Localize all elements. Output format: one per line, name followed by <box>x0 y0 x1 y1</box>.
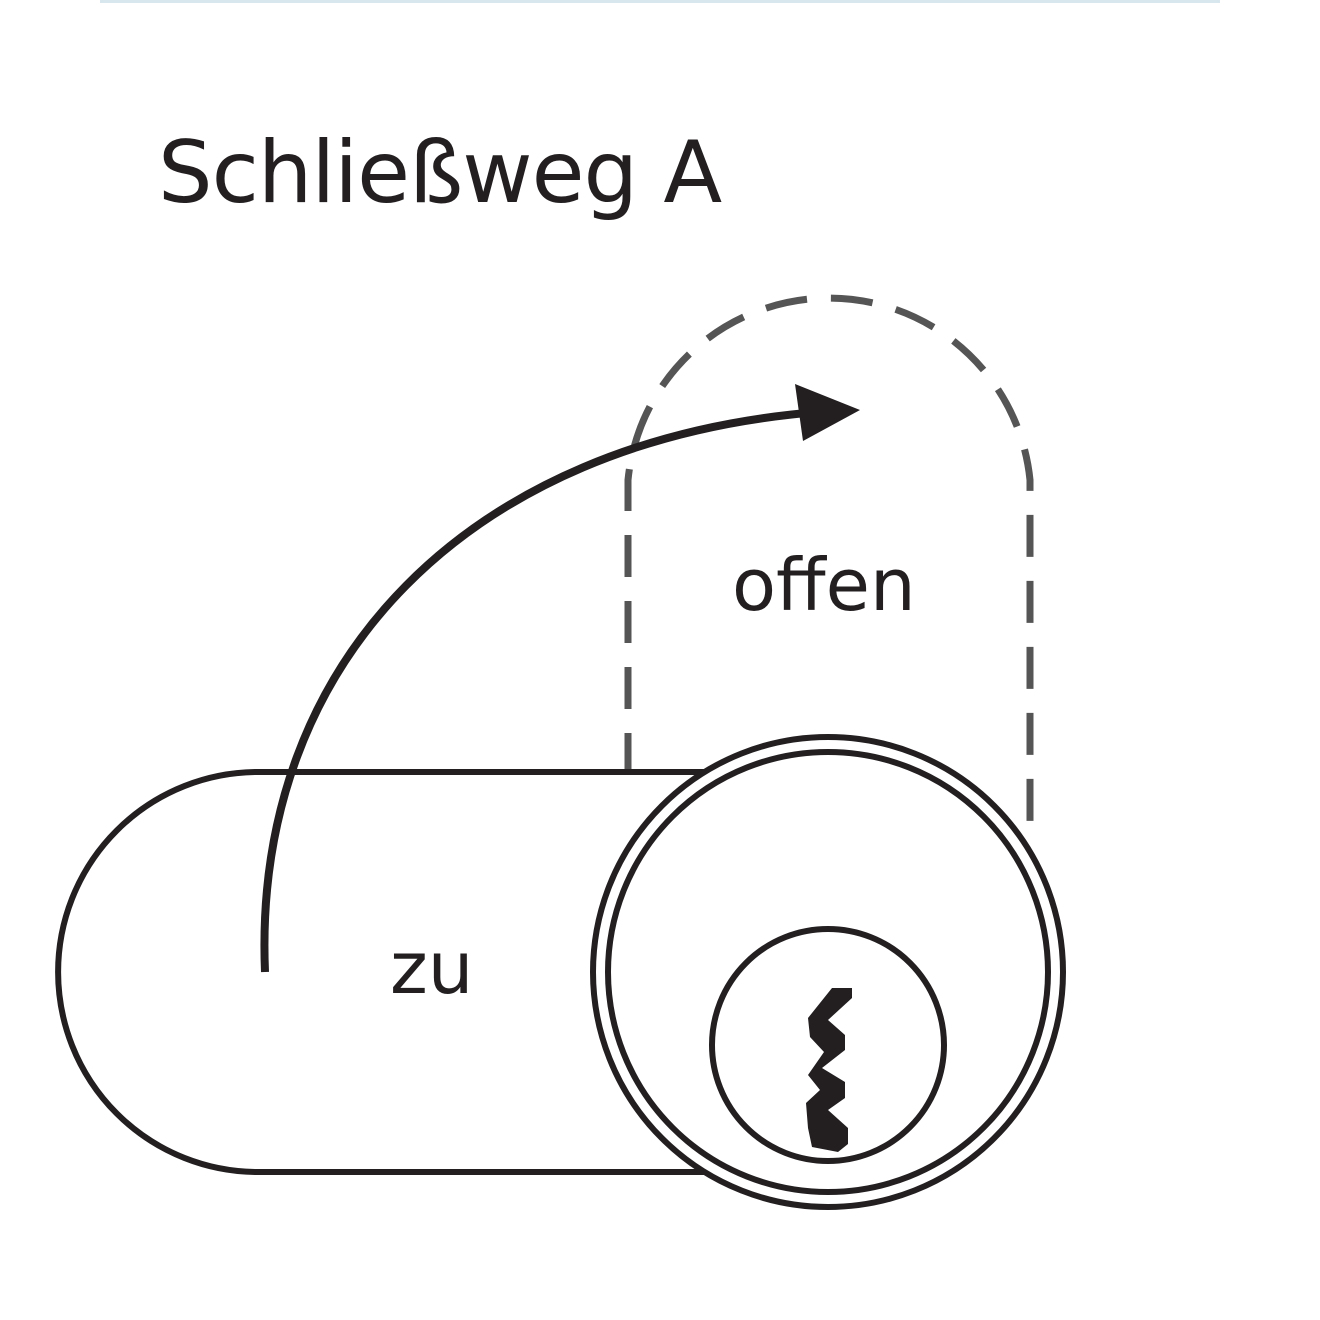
rotation-arrow-path <box>260 408 819 973</box>
top-divider <box>100 0 1220 3</box>
closed-cam-bar <box>55 769 715 1175</box>
arrow-head-icon <box>795 384 860 441</box>
cylinder-inner-ring <box>605 749 1051 1195</box>
open-position-outline <box>624 294 1034 838</box>
closed-label: zu <box>390 926 473 1010</box>
cylinder-plug <box>709 926 947 1164</box>
diagram-title: Schließweg A <box>158 123 722 223</box>
keyway-icon <box>806 988 852 1152</box>
cylinder-outer-ring <box>590 734 1066 1210</box>
open-label: offen <box>732 543 916 627</box>
